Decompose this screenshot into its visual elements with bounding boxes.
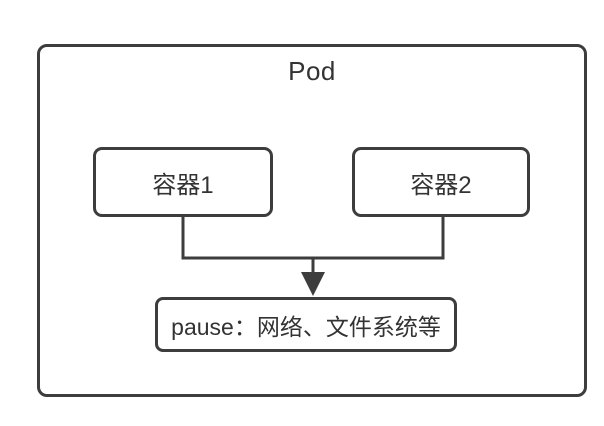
pod-title: Pod — [288, 56, 336, 86]
node-container-1: 容器1 — [93, 147, 273, 217]
node-container-2: 容器2 — [352, 147, 530, 217]
node-container-1-label: 容器1 — [152, 171, 214, 199]
node-container-2-label: 容器2 — [410, 171, 472, 199]
node-pause: pause：网络、文件系统等 — [155, 297, 457, 352]
node-pause-label: pause：网络、文件系统等 — [171, 313, 441, 340]
